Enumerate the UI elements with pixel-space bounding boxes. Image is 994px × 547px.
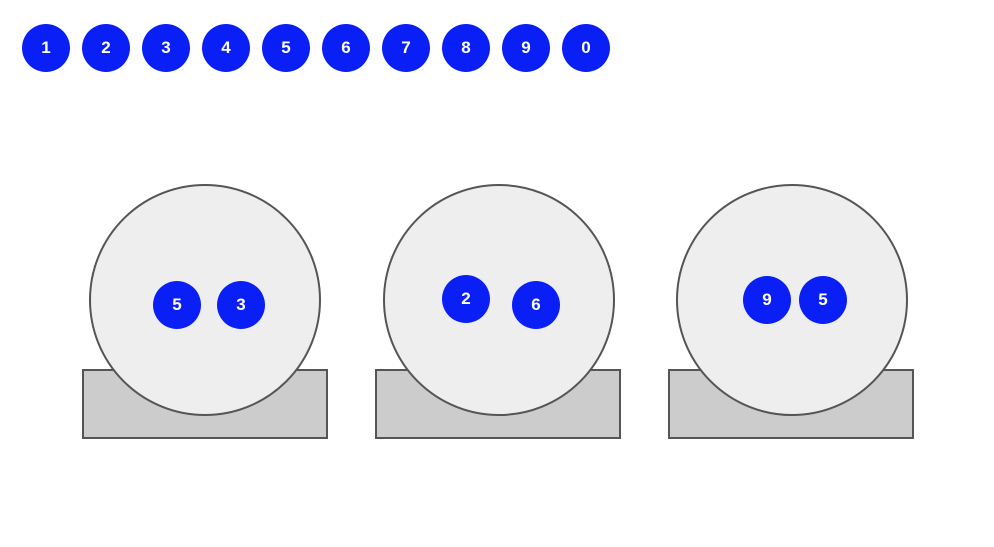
palette-ball-1[interactable]: 1 — [22, 24, 70, 72]
palette-ball-9[interactable]: 9 — [502, 24, 550, 72]
globe-3[interactable] — [676, 184, 908, 416]
palette-ball-3[interactable]: 3 — [142, 24, 190, 72]
palette-ball-6[interactable]: 6 — [322, 24, 370, 72]
palette-ball-5[interactable]: 5 — [262, 24, 310, 72]
palette-ball-7[interactable]: 7 — [382, 24, 430, 72]
globe-1-ball-2[interactable]: 3 — [217, 281, 265, 329]
palette-ball-8[interactable]: 8 — [442, 24, 490, 72]
globe-2-ball-1[interactable]: 2 — [442, 275, 490, 323]
globe-1-ball-1[interactable]: 5 — [153, 281, 201, 329]
globe-2-ball-2[interactable]: 6 — [512, 281, 560, 329]
globe-2[interactable] — [383, 184, 615, 416]
palette-ball-2[interactable]: 2 — [82, 24, 130, 72]
palette-ball-0[interactable]: 0 — [562, 24, 610, 72]
globe-1[interactable] — [89, 184, 321, 416]
globe-3-ball-1[interactable]: 9 — [743, 276, 791, 324]
globe-3-ball-2[interactable]: 5 — [799, 276, 847, 324]
palette-ball-4[interactable]: 4 — [202, 24, 250, 72]
